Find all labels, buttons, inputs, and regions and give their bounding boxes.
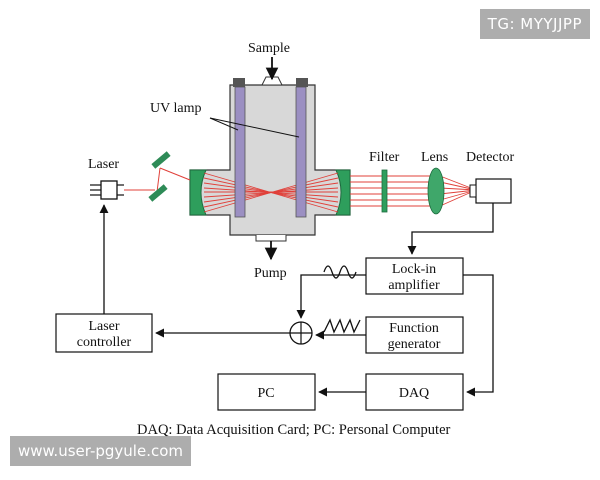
pc-label: PC [257, 386, 274, 401]
uv-lamp-pointer-right [209, 117, 300, 138]
sample-chamber [189, 76, 351, 242]
uv-lamp-label: UV lamp [150, 101, 201, 116]
beam-mirror-to-chamber [159, 167, 191, 181]
pump-label: Pump [254, 266, 287, 281]
mirror-upper [151, 151, 171, 169]
uv-lamps [234, 86, 307, 218]
beam-between-mirrors [156, 167, 161, 193]
watermark-top-right: TG: MYYJJPP [479, 9, 590, 39]
function-label-line1: Function [389, 321, 439, 336]
sawtooth-wave-icon [323, 318, 361, 334]
lens-label: Lens [421, 150, 448, 165]
detector [469, 178, 512, 204]
wire-lockin-to-daq [463, 274, 494, 397]
pc-box: PC [217, 373, 316, 411]
uv-lamp-left [234, 86, 246, 218]
output-beams [350, 175, 477, 207]
chamber-windows [189, 169, 351, 216]
laser-controller-label-line1: Laser [88, 319, 119, 334]
sine-wave-icon [323, 265, 357, 279]
mirror-lower [148, 184, 168, 202]
function-label-line2: generator [388, 337, 441, 352]
inlet-cap-right [296, 78, 308, 87]
laser-controller-label-line2: controller [77, 335, 132, 350]
uv-lamp-pointer-left [209, 117, 239, 131]
multipass-beams [203, 172, 339, 213]
daq-box: DAQ [365, 373, 464, 411]
watermark-bottom-left: www.user-pgyule.com [10, 436, 191, 466]
summing-junction [289, 321, 313, 345]
function-generator-box: Function generator [365, 316, 464, 354]
wire-lockin-to-sum [296, 274, 366, 319]
inlet-cap-left [233, 78, 245, 87]
laser-diode [90, 180, 124, 200]
filter-label: Filter [369, 150, 400, 165]
pump-outlet [255, 235, 287, 242]
figure-caption: DAQ: Data Acquisition Card; PC: Personal… [137, 422, 451, 438]
window-left [189, 169, 207, 216]
daq-label: DAQ [399, 386, 429, 401]
wire-detector-to-lockin [407, 203, 494, 255]
lockin-label-line1: Lock-in [392, 262, 436, 277]
sample-label: Sample [248, 41, 290, 56]
window-right [335, 169, 351, 216]
focusing-lens [427, 167, 445, 215]
lockin-label-line2: amplifier [388, 278, 440, 293]
uv-lamp-right [295, 86, 307, 218]
detector-label: Detector [466, 150, 515, 165]
laser-controller-box: Laser controller [55, 313, 153, 353]
laser-label: Laser [88, 157, 119, 172]
lockin-amplifier-box: Lock-in amplifier [365, 257, 464, 295]
optical-filter [381, 169, 388, 213]
